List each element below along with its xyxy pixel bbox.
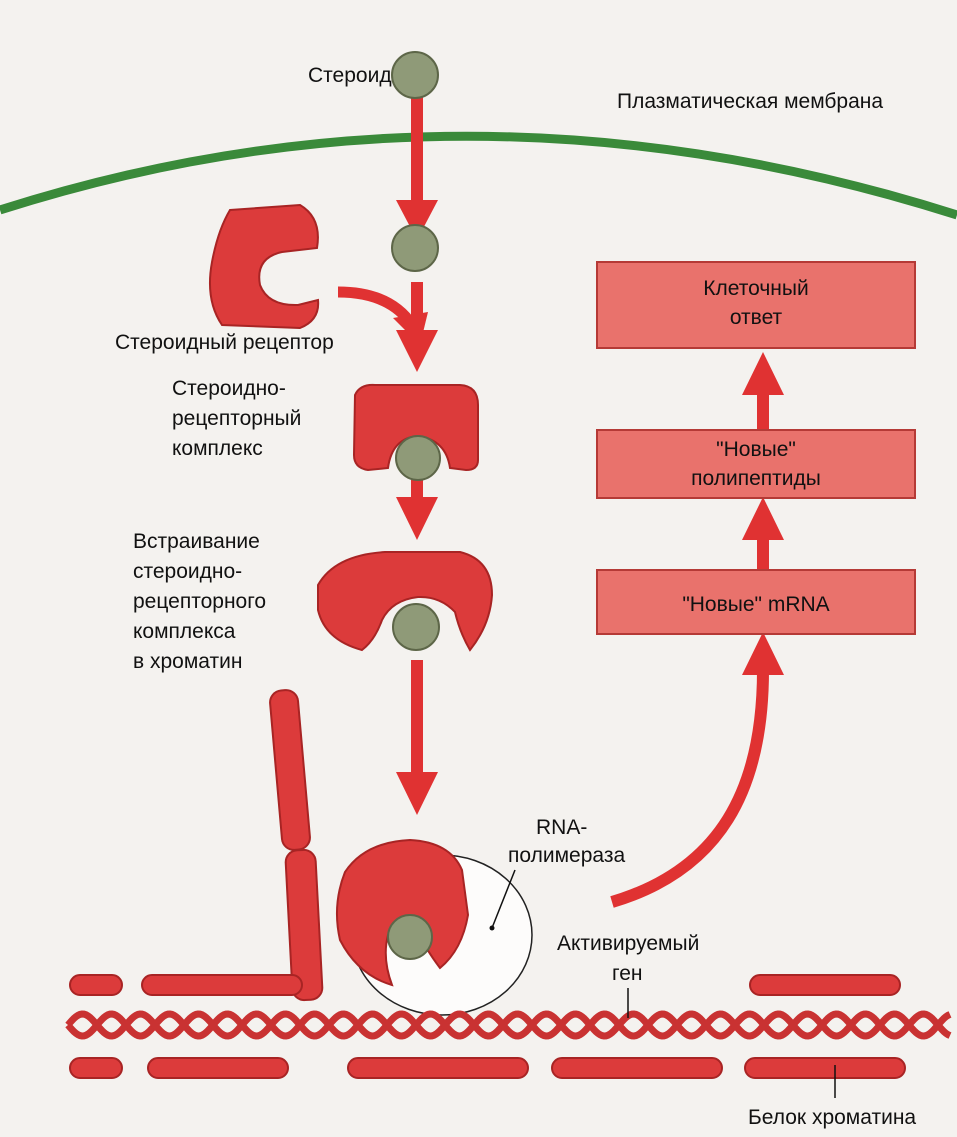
rna-polymerase-label-2: полимераза xyxy=(508,844,625,867)
new-polypeptides-label-1: "Новые" xyxy=(716,438,796,461)
dna-double-helix xyxy=(68,1014,950,1036)
insertion-label-2: стероидно- xyxy=(133,560,242,583)
plasma-membrane-label: Плазматическая мембрана xyxy=(617,90,883,113)
new-mrna-box: "Новые" mRNA xyxy=(597,570,915,634)
steroid-in-bound-complex xyxy=(388,915,432,959)
plasma-membrane-line xyxy=(0,136,957,215)
gene-to-mrna-arrow xyxy=(612,670,763,902)
cell-response-box: Клеточный ответ xyxy=(597,262,915,348)
chromatin-vertical-rods xyxy=(269,689,323,1001)
insertion-label-4: комплекса xyxy=(133,620,236,643)
steroid-molecule-outside xyxy=(392,52,438,98)
new-polypeptides-box: "Новые" полипептиды xyxy=(597,430,915,498)
insertion-label-1: Встраивание xyxy=(133,530,260,553)
steroid-receptor-label: Стероидный рецептор xyxy=(115,331,334,354)
insertion-label-3: рецепторного xyxy=(133,590,266,613)
insertion-label-5: в хроматин xyxy=(133,650,242,673)
steroid-receptor-shape xyxy=(210,205,318,328)
steroid-molecule-inside xyxy=(392,225,438,271)
steroid-in-complex xyxy=(396,436,440,480)
steroid-in-inserting-complex xyxy=(393,604,439,650)
complex-label-3: комплекс xyxy=(172,437,263,460)
complex-label-2: рецепторный xyxy=(172,407,301,430)
complex-label-1: Стероидно- xyxy=(172,377,286,400)
new-polypeptides-label-2: полипептиды xyxy=(691,467,821,490)
cell-response-label-1: Клеточный xyxy=(703,277,808,300)
activated-gene-label-2: ген xyxy=(612,962,642,985)
rna-polymerase-label-1: RNA- xyxy=(536,816,587,839)
rna-polymerase-pointer-dot xyxy=(490,926,495,931)
cell-response-label-2: ответ xyxy=(730,306,783,329)
chromatin-protein-label: Белок хроматина xyxy=(748,1106,916,1129)
chromatin-protein-bars-bottom xyxy=(70,1058,905,1078)
steroid-label: Стероид xyxy=(308,64,392,87)
activated-gene-label-1: Активируемый xyxy=(557,932,699,955)
new-mrna-label: "Новые" mRNA xyxy=(682,593,829,616)
